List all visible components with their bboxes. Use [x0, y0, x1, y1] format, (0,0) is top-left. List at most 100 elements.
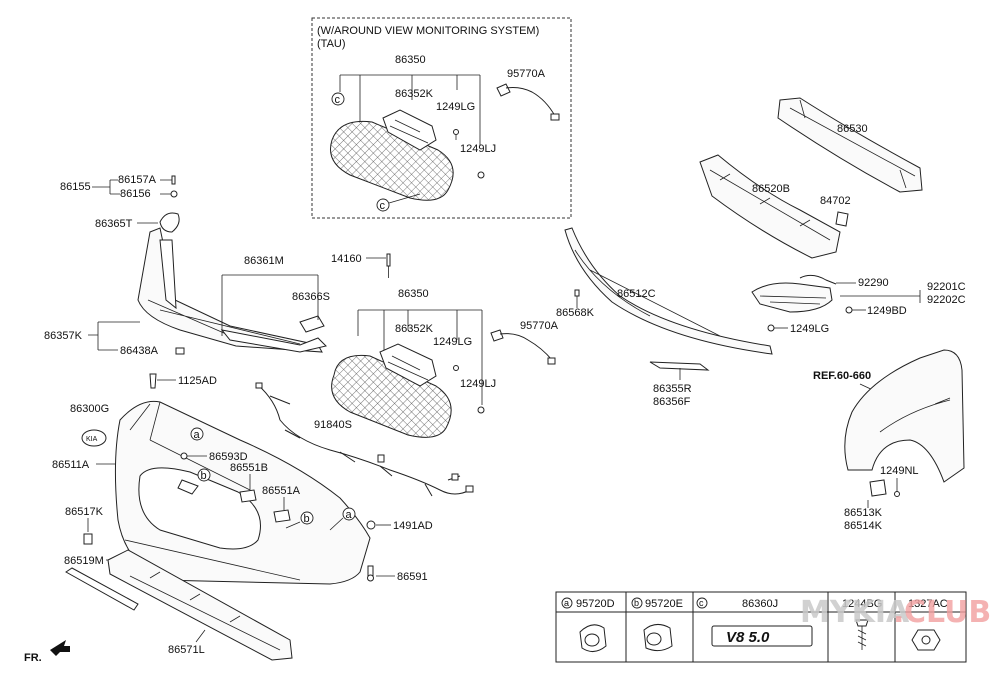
label-86551A: 86551A — [262, 485, 301, 497]
table-key-a-letter: a — [564, 598, 569, 608]
watermark-dot: . — [893, 595, 904, 630]
label-86157A: 86157A — [118, 174, 157, 186]
label-86155: 86155 — [60, 181, 91, 193]
bumper-grille-opening — [138, 467, 261, 550]
upper-bumper-rail — [137, 227, 323, 353]
callout-b-1 — [197, 468, 211, 482]
callout-a-1 — [190, 427, 204, 441]
camera-bracket-avm — [382, 109, 437, 151]
camera-bracket — [379, 343, 437, 387]
callout-c-avm-1-letter: c — [335, 94, 341, 106]
label-86517K: 86517K — [65, 506, 104, 518]
label-86438A: 86438A — [120, 345, 159, 357]
label-86300G: 86300G — [70, 403, 109, 415]
bumper-fascia-group: 1125AD 86300G KIA 86511A a b b a 86593D … — [52, 373, 433, 661]
table-header-95720E: 95720E — [645, 598, 683, 610]
label-86366S: 86366S — [292, 291, 330, 303]
label-86530: 86530 — [837, 123, 868, 135]
callout-b-2 — [300, 511, 314, 525]
table-header-86360J: 86360J — [742, 598, 778, 610]
bracket-86551A — [273, 509, 291, 523]
label-86350: 86350 — [398, 288, 429, 300]
avm-box-subtitle: (TAU) — [317, 38, 346, 50]
right-group: 86512C 86568K 1249LG 86355R 86356F 86530… — [556, 97, 966, 532]
label-86361M: 86361M — [244, 255, 284, 267]
table-header-1327AC: 1327AC — [908, 598, 948, 610]
label-1249LG: 1249LG — [433, 336, 472, 348]
front-emblem — [81, 429, 107, 447]
label-86352K: 86352K — [395, 323, 434, 335]
lower-skid-plate — [107, 549, 293, 661]
callout-a-1-letter: a — [194, 429, 201, 441]
label-86591: 86591 — [397, 571, 428, 583]
label-86571L: 86571L — [168, 644, 205, 656]
front-direction: FR. — [24, 640, 70, 664]
callout-c-avm-2 — [376, 198, 390, 212]
label-86365T: 86365T — [95, 218, 133, 230]
emblem-mark: KIA — [86, 436, 98, 443]
label-86514K: 86514K — [844, 520, 883, 532]
label-1249LJ: 1249LJ — [460, 378, 496, 390]
tow-hook-cover — [159, 212, 180, 233]
label-92290: 92290 — [858, 277, 889, 289]
screw-1244BG — [855, 619, 869, 627]
label-86350-avm: 86350 — [395, 54, 426, 66]
label-86512C: 86512C — [617, 288, 656, 300]
tow-hook-cap — [83, 533, 93, 545]
lip-garnish — [649, 361, 710, 371]
label-86511A: 86511A — [52, 459, 90, 471]
watermark: MYKIA . CLUB — [800, 595, 991, 630]
callout-a-2 — [342, 507, 356, 521]
label-1249LG-avm: 1249LG — [436, 101, 475, 113]
table-header-1244BG: 1244BG — [842, 598, 882, 610]
label-86593D: 86593D — [209, 451, 248, 463]
front-camera — [490, 329, 504, 342]
pad-84702 — [835, 211, 849, 227]
parts-table: a 95720D b 95720E c 86360J 1244BG 1327AC… — [555, 591, 967, 663]
label-92201C: 92201C — [927, 281, 966, 293]
label-1249NL: 1249NL — [880, 465, 919, 477]
label-86357K: 86357K — [44, 330, 83, 342]
avm-option-box: (W/AROUND VIEW MONITORING SYSTEM) (TAU) … — [311, 17, 572, 219]
label-95770A: 95770A — [520, 320, 559, 332]
table-key-c-letter: c — [699, 598, 704, 608]
callout-c-avm-2-letter: c — [380, 200, 386, 212]
callout-b-2-letter: b — [304, 513, 310, 525]
table-key-b — [631, 597, 643, 609]
avm-box-title: (W/AROUND VIEW MONITORING SYSTEM) — [317, 25, 539, 37]
front-fender — [844, 349, 965, 483]
callout-c-avm-1 — [331, 92, 345, 106]
table-key-c — [696, 597, 708, 609]
label-86513K: 86513K — [844, 507, 883, 519]
bracket-86551B — [239, 489, 257, 503]
grille-group: 14160 86350 86352K 1249LG 1249LJ 95770A — [331, 253, 559, 438]
label-86551B: 86551B — [230, 462, 268, 474]
clip-86366S — [299, 315, 325, 333]
label-1249LG-right: 1249LG — [790, 323, 829, 335]
radiator-grille — [331, 354, 452, 438]
callout-b-1-letter: b — [201, 470, 207, 482]
watermark-left: MYKIA — [800, 595, 910, 630]
label-86156: 86156 — [120, 188, 151, 200]
label-86520B: 86520B — [752, 183, 790, 195]
table-key-b-letter: b — [634, 598, 639, 608]
badge-text: V8 5.0 — [726, 629, 770, 646]
label-1125AD: 1125AD — [178, 375, 217, 387]
ref-label: REF.60-660 — [813, 370, 871, 382]
label-86356F: 86356F — [653, 396, 691, 408]
grille-avm — [330, 120, 454, 201]
arrow-icon — [50, 640, 70, 656]
label-1491AD: 1491AD — [393, 520, 433, 532]
label-91840S: 91840S — [314, 419, 352, 431]
lower-lip-86512C — [564, 227, 773, 355]
wiring-harness: 91840S — [255, 382, 474, 497]
license-plate-bracket — [65, 567, 139, 611]
label-95770A-avm: 95770A — [507, 68, 546, 80]
label-86568K: 86568K — [556, 307, 595, 319]
label-86519M: 86519M — [64, 555, 104, 567]
front-direction-label: FR. — [24, 652, 42, 664]
table-header-95720D: 95720D — [576, 598, 615, 610]
label-1249BD: 1249BD — [867, 305, 907, 317]
upper-left-group: 86155 86157A 86156 86365T 86357K 86438A … — [44, 174, 330, 357]
label-86355R: 86355R — [653, 383, 692, 395]
